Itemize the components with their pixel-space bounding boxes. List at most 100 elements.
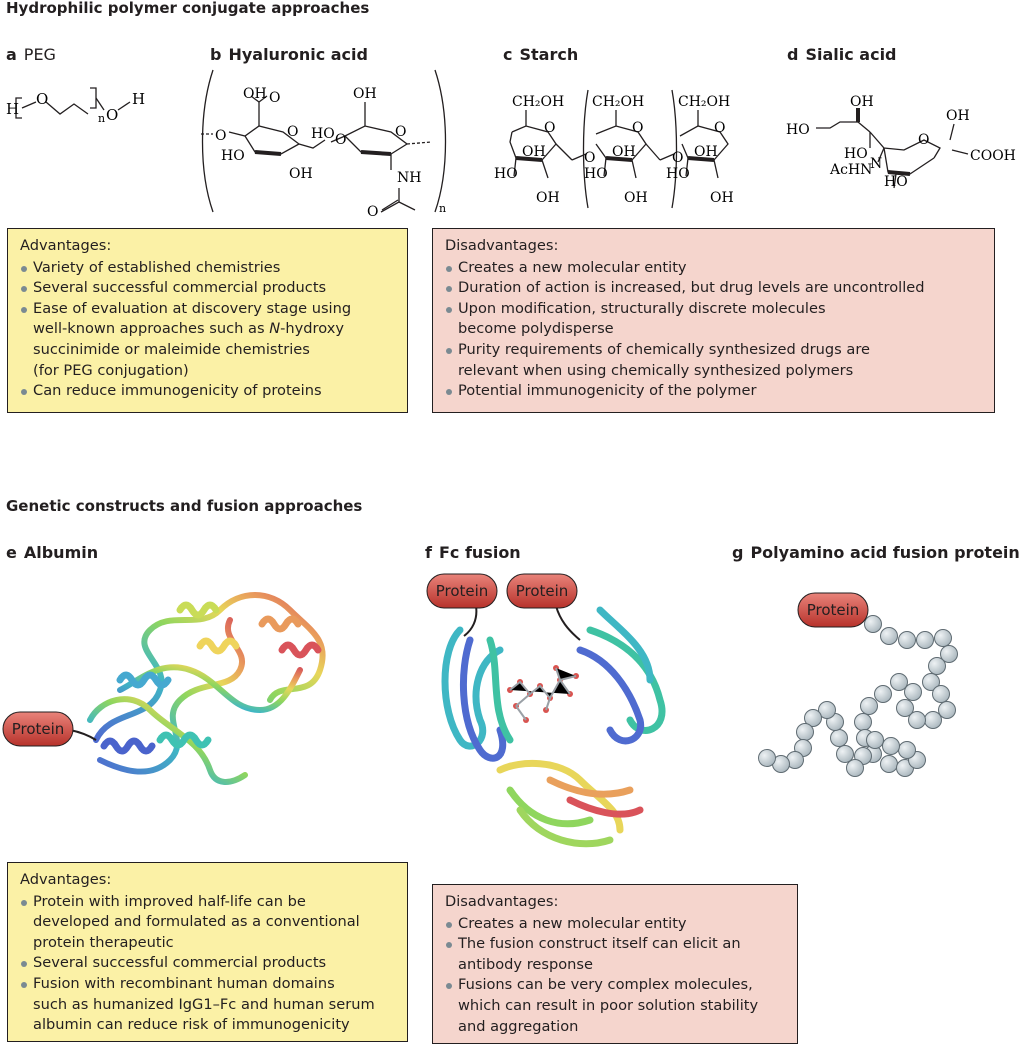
ha-oh-top1: OH: [243, 86, 267, 102]
ha-ho-2: HO: [311, 126, 335, 142]
panel-letter-f: f: [425, 543, 432, 562]
top-disadvantages-heading: Disadvantages:: [445, 237, 559, 254]
amino-acid-bead: [904, 683, 922, 701]
amino-acid-bead: [846, 759, 864, 777]
polyamino-protein-tag-shape: Protein: [797, 592, 869, 628]
amino-acid-bead: [880, 627, 898, 645]
panel-letter-e: e: [6, 543, 17, 562]
fc-protein-tag-right-shape: Protein: [506, 573, 578, 609]
panel-letter-c: c: [503, 45, 513, 64]
protein-label: Protein: [807, 601, 860, 619]
hyaluronic-structure: OH O O O HO OH O HO OH O NH O n: [201, 69, 446, 220]
starch-o-ring1: O: [544, 120, 555, 136]
top-disadvantages-box: Disadvantages: Creates a new molecular e…: [432, 228, 995, 413]
starch-ho-1: HO: [494, 166, 518, 182]
fc-protein-tag-left-shape: Protein: [426, 573, 498, 609]
amino-acid-bead: [882, 737, 900, 755]
chain-beads: [758, 615, 958, 777]
amino-acid-bead: [922, 673, 940, 691]
panel-name-albumin: Albumin: [23, 543, 99, 562]
sialic-oh-top: OH: [850, 94, 874, 110]
list-item: Several successful commercial products: [20, 953, 397, 974]
fc-protein-tag-right: Protein: [506, 573, 578, 613]
list-item: Ease of evaluation at discovery stage us…: [20, 299, 397, 320]
amino-acid-bead: [818, 701, 836, 719]
polyamino-protein-tag: Protein: [797, 592, 869, 632]
ha-o-ring2: O: [395, 124, 406, 140]
top-advantages-heading: Advantages:: [20, 237, 112, 254]
amino-acid-bead: [836, 745, 854, 763]
amino-acid-bead: [854, 713, 872, 731]
list-item: Several successful commercial products: [20, 278, 397, 299]
top-advantages-box: Advantages: Variety of established chemi…: [7, 228, 408, 413]
list-item: Purity requirements of chemically synthe…: [445, 340, 984, 361]
amino-acid-bead: [864, 615, 882, 633]
list-item-continuation: which can result in poor solution stabil…: [458, 996, 759, 1014]
list-item-continuation: relevant when using chemically synthesiz…: [458, 361, 854, 379]
amino-acid-bead: [796, 723, 814, 741]
starch-oh-6: OH: [710, 190, 734, 206]
panel-letter-g: g: [732, 543, 744, 562]
section-title-hydrophilic: Hydrophilic polymer conjugate approaches: [6, 0, 370, 17]
ha-o-ring1: O: [287, 124, 298, 140]
list-item-continuation: well-known approaches such as N-hydroxy: [33, 320, 344, 338]
top-advantages-list: Variety of established chemistries Sever…: [20, 258, 397, 402]
amino-acid-bead: [758, 749, 776, 767]
bottom-disadvantages-heading: Disadvantages:: [445, 893, 559, 910]
list-item-continuation: antibody response: [458, 955, 593, 973]
list-item: Creates a new molecular entity: [445, 258, 984, 279]
panel-label-e: e Albumin: [6, 543, 98, 562]
sialic-ho-mid: HO: [844, 146, 868, 162]
starch-ch2oh-3: CH₂OH: [678, 94, 730, 110]
amino-acid-bead: [940, 645, 958, 663]
peg-o1: O: [36, 90, 48, 108]
protein-label: Protein: [12, 720, 65, 738]
amino-acid-bead: [866, 731, 884, 749]
ha-oh-top2: OH: [353, 86, 377, 102]
top-disadvantages-list: Creates a new molecular entity Duration …: [445, 258, 984, 402]
section-title-genetic: Genetic constructs and fusion approaches: [6, 497, 363, 515]
panel-name-hyaluronic: Hyaluronic acid: [228, 45, 368, 64]
ha-nh: NH: [397, 170, 421, 186]
amino-acid-bead: [916, 631, 934, 649]
amino-acid-bead: [830, 729, 848, 747]
bottom-disadvantages-box: Disadvantages: Creates a new molecular e…: [432, 884, 798, 1044]
ha-ho-1: HO: [221, 148, 245, 164]
fc-fusion-structure: [441, 605, 666, 848]
starch-ho-2: HO: [584, 166, 608, 182]
peg-n: n: [98, 112, 105, 125]
amino-acid-bead: [898, 631, 916, 649]
protein-label: Protein: [436, 582, 489, 600]
amino-acid-bead: [804, 709, 822, 727]
ha-oh-2: OH: [289, 166, 313, 182]
bottom-advantages-box: Advantages: Protein with improved half-l…: [7, 862, 408, 1042]
amino-acid-bead: [896, 699, 914, 717]
amino-acid-bead: [928, 657, 946, 675]
amino-acid-bead: [908, 711, 926, 729]
protein-label: Protein: [516, 582, 569, 600]
sialic-achn: AcHN: [829, 162, 872, 178]
starch-ho-3: HO: [666, 166, 690, 182]
amino-acid-bead: [938, 701, 956, 719]
amino-acid-bead: [932, 685, 950, 703]
ha-o-left: O: [215, 128, 226, 144]
list-item: Duration of action is increased, but dru…: [445, 278, 984, 299]
panel-letter-a: a: [6, 45, 17, 64]
list-item-continuation: albumin can reduce risk of immunogenicit…: [33, 1016, 350, 1034]
list-item-continuation: (for PEG conjugation): [33, 361, 189, 379]
starch-oh-3: OH: [694, 144, 718, 160]
bottom-advantages-list: Protein with improved half-life can be d…: [20, 892, 397, 1036]
list-item-continuation: such as humanized IgG1–Fc and human seru…: [33, 995, 375, 1013]
starch-ch2oh-1: CH₂OH: [512, 94, 564, 110]
list-item-continuation: protein therapeutic: [33, 933, 174, 951]
list-item: Protein with improved half-life can be: [20, 892, 397, 913]
list-item: Can reduce immunogenicity of proteins: [20, 381, 397, 402]
list-item: Variety of established chemistries: [20, 258, 397, 279]
starch-o-ring2: O: [632, 120, 643, 136]
sialic-ho-bottom: HO: [884, 174, 908, 190]
list-item: Fusion with recombinant human domains: [20, 974, 397, 995]
